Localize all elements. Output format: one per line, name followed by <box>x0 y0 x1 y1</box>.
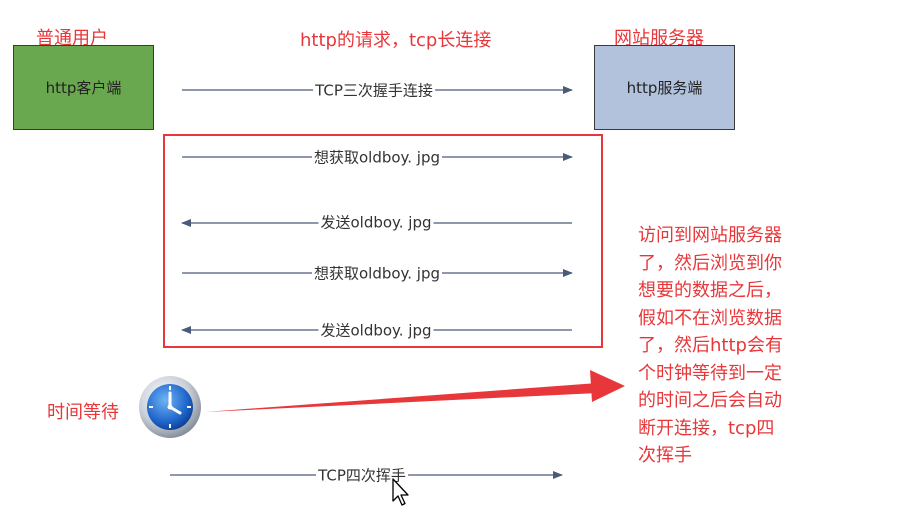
note-line: 的时间之后会自动 <box>638 390 782 411</box>
note-line: 了，然后http会有 <box>638 335 783 356</box>
request-2-label: 想获取oldboy. jpg <box>311 262 443 284</box>
server-box-label: http服务端 <box>626 79 703 97</box>
clock-icon <box>136 373 204 441</box>
wave-label: TCP四次挥手 <box>316 464 408 486</box>
client-box-label: http客户端 <box>45 79 122 97</box>
note-line: 个时钟等待到一定 <box>638 362 782 384</box>
response-1-label: 发送oldboy. jpg <box>318 211 434 233</box>
client-role-label: 普通用户 <box>36 28 108 49</box>
client-box: http客户端 <box>13 45 154 130</box>
timeout-red-arrowhead <box>590 370 625 402</box>
explanation-note: 访问到网站服务器 了，然后浏览到你 想要的数据之后， 假如不在浏览数据 了，然后… <box>638 222 828 470</box>
request-1-label: 想获取oldboy. jpg <box>311 146 443 168</box>
server-box: http服务端 <box>594 45 735 130</box>
timeout-red-arrow <box>205 383 598 412</box>
note-line: 次挥手 <box>638 445 692 466</box>
note-line: 假如不在浏览数据 <box>638 307 782 329</box>
time-wait-label: 时间等待 <box>47 402 119 423</box>
note-line: 断开连接，tcp四 <box>638 417 775 439</box>
exchange-frame <box>163 134 603 348</box>
note-line: 访问到网站服务器 <box>638 225 782 246</box>
request-title-label: http的请求，tcp长连接 <box>300 30 492 51</box>
server-role-label: 网站服务器 <box>614 28 704 49</box>
mouse-cursor-icon <box>391 478 411 508</box>
handshake-label: TCP三次握手连接 <box>313 79 435 101</box>
note-line: 了，然后浏览到你 <box>638 252 782 274</box>
note-line: 想要的数据之后， <box>638 280 782 301</box>
response-2-label: 发送oldboy. jpg <box>318 319 434 341</box>
